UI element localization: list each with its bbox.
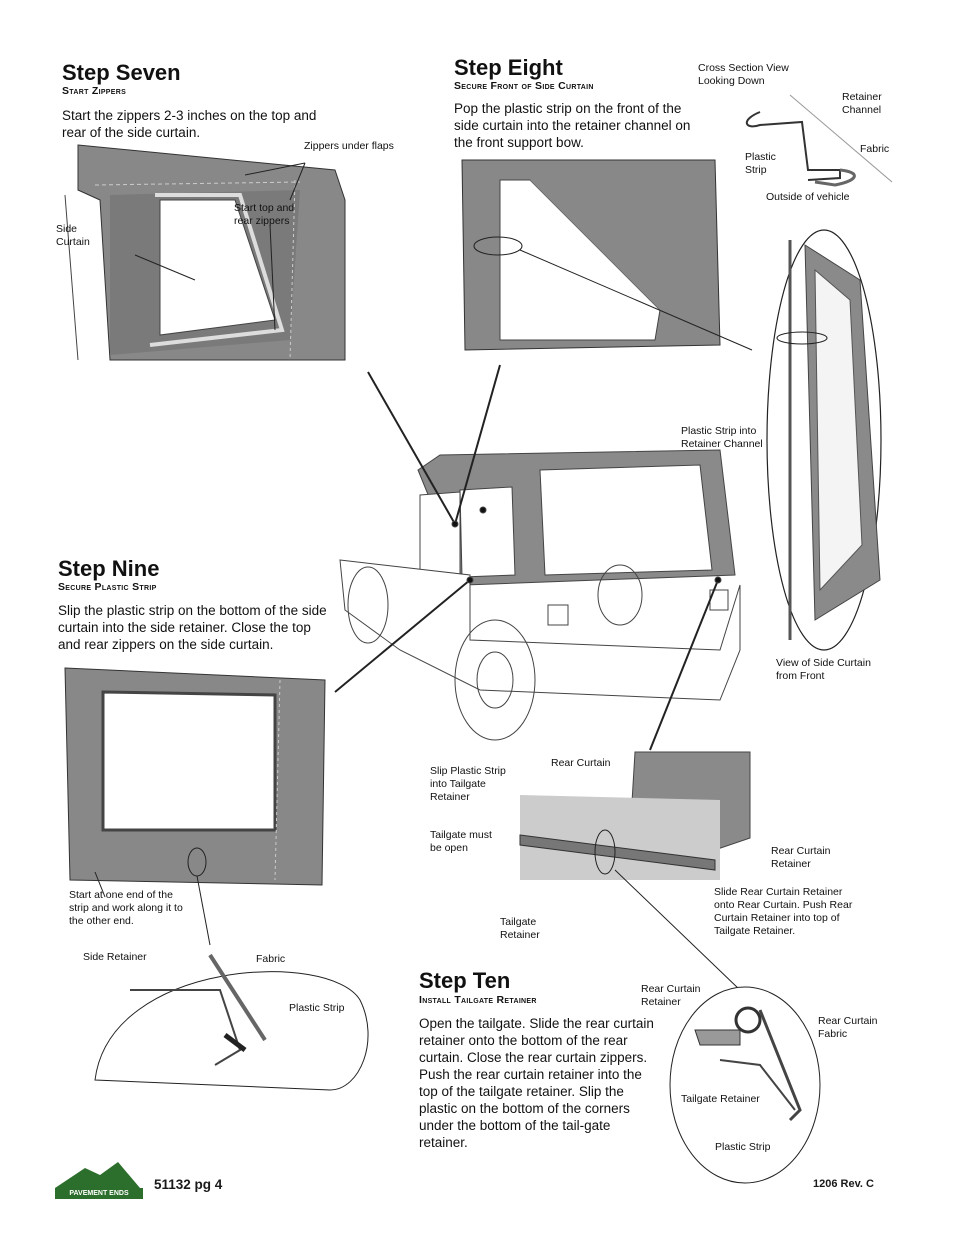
cross-section-illustration <box>745 94 893 187</box>
step10-subtitle: Install Tailgate Retainer <box>419 994 537 1006</box>
step7-subtitle: Start Zippers <box>62 85 127 97</box>
step10-label-tailgate-retainer: Tailgate Retainer <box>500 916 540 941</box>
step7-label-zippers-under-flaps: Zippers under flaps <box>304 140 394 152</box>
step7-label-start-top-rear: Start top and rear zippers <box>234 202 295 227</box>
step10-label-tailgate-retainer2: Tailgate Retainer <box>681 1093 760 1105</box>
page-reference: 51132 pg 4 <box>154 1177 223 1192</box>
step9-label-start-one-end: Start at one end of the strip and work a… <box>69 889 183 927</box>
pavement-ends-logo <box>55 1162 143 1199</box>
tailgate-retainer-detail-oval <box>669 986 821 1184</box>
step9-body: Slip the plastic strip on the bottom of … <box>58 603 327 652</box>
step10-title: Step Ten <box>419 968 511 993</box>
step8-label-strip-into-channel: Plastic Strip into Retainer Channel <box>681 425 763 450</box>
step9-label-side-retainer: Side Retainer <box>83 951 147 963</box>
step10-label-rear-curtain-retainer: Rear Curtain Retainer <box>641 983 701 1008</box>
step8-subtitle: Secure Front of Side Curtain <box>454 80 594 92</box>
step8-label-cross-section: Cross Section View Looking Down <box>698 62 789 87</box>
step10-body: Open the tailgate. Slide the rear curtai… <box>419 1016 654 1150</box>
step10-label-rear-curtain: Rear Curtain <box>551 757 611 769</box>
step7-body: Start the zippers 2-3 inches on the top … <box>62 108 317 140</box>
side-retainer-detail-oval <box>94 953 369 1091</box>
step8-label-fabric: Fabric <box>860 143 890 155</box>
step9-subtitle: Secure Plastic Strip <box>58 581 157 593</box>
tailgate-illustration <box>519 751 751 991</box>
step10-label-tailgate-open: Tailgate must be open <box>430 829 492 854</box>
step8-label-retainer-channel: Retainer Channel <box>842 91 882 116</box>
step10-label-plastic-strip: Plastic Strip <box>715 1141 771 1153</box>
step8-label-plastic-strip: Plastic Strip <box>745 151 776 176</box>
step7-side-curtain-illustration <box>64 144 346 361</box>
step9-label-fabric: Fabric <box>256 953 286 965</box>
step9-title: Step Nine <box>58 556 160 581</box>
step10-label-slip-strip: Slip Plastic Strip into Tailgate Retaine… <box>430 765 506 803</box>
step8-label-view-from-front: View of Side Curtain from Front <box>776 657 871 682</box>
side-curtain-front-view-oval <box>766 229 882 651</box>
step8-label-outside-vehicle: Outside of vehicle <box>766 191 850 203</box>
step9-label-plastic-strip: Plastic Strip <box>289 1002 345 1014</box>
step8-body: Pop the plastic strip on the front of th… <box>454 101 691 150</box>
logo-text: PAVEMENT ENDS <box>69 1190 129 1197</box>
step8-title: Step Eight <box>454 55 563 80</box>
step7-label-side-curtain: Side Curtain <box>56 223 90 248</box>
jeep-illustration <box>334 364 741 751</box>
step10-label-slide-rear: Slide Rear Curtain Retainer onto Rear Cu… <box>714 886 853 937</box>
step8-side-curtain-illustration <box>461 159 753 351</box>
step10-label-rear-curtain-fabric: Rear Curtain Fabric <box>818 1015 878 1040</box>
step7-title: Step Seven <box>62 60 181 85</box>
revision-code: 1206 Rev. C <box>813 1178 874 1190</box>
step10-label-rear-curtain-retainer-top: Rear Curtain Retainer <box>771 845 831 870</box>
step9-side-curtain-illustration <box>64 667 326 946</box>
